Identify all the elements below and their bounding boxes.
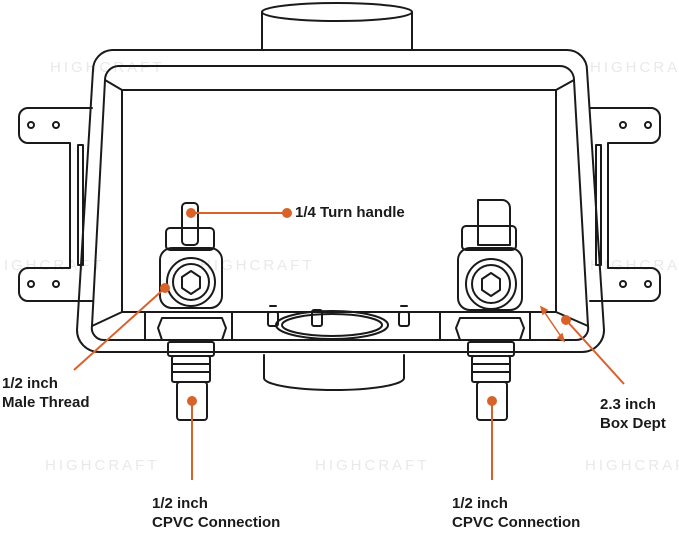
- bottom-drain-pipe: [263, 354, 405, 391]
- cpvc-right-label: 1/2 inch CPVC Connection: [452, 494, 580, 532]
- male-thread-label: 1/2 inch Male Thread: [2, 374, 90, 412]
- watermarks: HIGHCRAFT HIGHCRAFT HIGHCRAFT HIGHCRAFT …: [0, 59, 679, 474]
- right-valve: [455, 199, 525, 421]
- watermark-text: HIGHCRAFT: [585, 457, 679, 474]
- male-thread-leader: [73, 287, 166, 371]
- box-depth-leader: [565, 319, 625, 385]
- male-thread-name: Male Thread: [2, 394, 90, 411]
- watermark-text: HIGHCRAFT: [45, 457, 160, 474]
- turn-handle-label: 1/4 Turn handle: [295, 203, 405, 222]
- cpvc-left-size: 1/2 inch: [152, 495, 208, 512]
- cpvc-left-label: 1/2 inch CPVC Connection: [152, 494, 280, 532]
- center-screws: [267, 305, 410, 327]
- watermark-text: HIGHCRAFT: [315, 457, 430, 474]
- cpvc-left-dot: [187, 396, 197, 406]
- turn-handle-dot: [282, 208, 292, 218]
- box-depth-label: 2.3 inch Box Dept: [600, 395, 666, 433]
- box-depth-dot: [561, 315, 571, 325]
- watermark-text: HIGHCRAFT: [590, 59, 679, 76]
- male-thread-size: 1/2 inch: [2, 375, 58, 392]
- watermark-text: HIGHCRAFT: [50, 59, 165, 76]
- turn-handle-dot: [186, 208, 196, 218]
- box-depth-name: Box Dept: [600, 415, 666, 432]
- cpvc-left-name: CPVC Connection: [152, 514, 281, 531]
- watermark-text: HIGHCRAFT: [0, 257, 105, 274]
- depth-arrow: [539, 305, 566, 343]
- outlet-box: [76, 49, 605, 353]
- watermark-text: HIGHCRAFT: [200, 257, 315, 274]
- male-thread-dot: [160, 283, 170, 293]
- top-drain-pipe: [261, 2, 413, 51]
- cpvc-right-name: CPVC Connection: [452, 514, 581, 531]
- cpvc-right-dot: [487, 396, 497, 406]
- callouts: [73, 208, 625, 480]
- box-depth-size: 2.3 inch: [600, 396, 656, 413]
- watermark-text: HIGHCRAFT: [590, 257, 679, 274]
- cpvc-right-size: 1/2 inch: [452, 495, 508, 512]
- left-valve: [157, 202, 227, 421]
- turn-handle-text: 1/4 Turn handle: [295, 204, 405, 221]
